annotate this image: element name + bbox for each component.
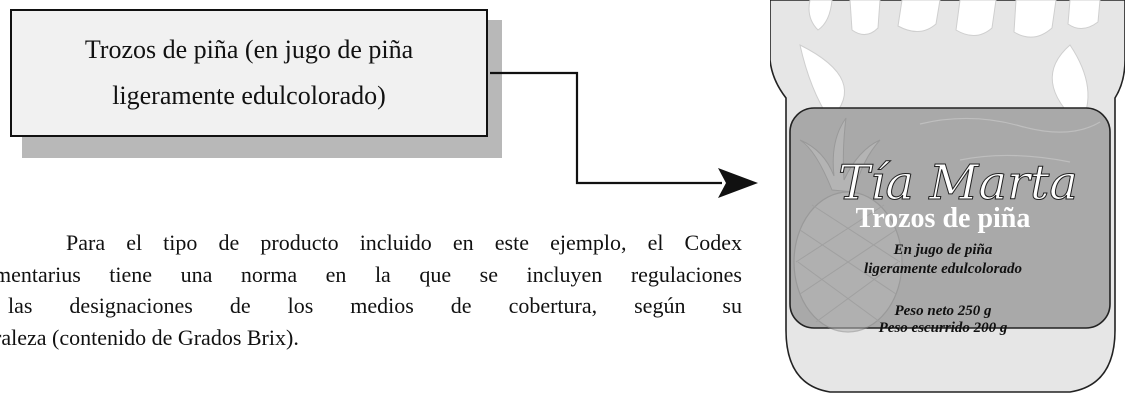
paragraph-line-4: raleza (contenido de Grados Brix). [0, 324, 299, 350]
callout-box: Trozos de piña (en jugo de piña ligerame… [10, 9, 488, 137]
pineapple-icon [793, 117, 903, 333]
jar-cap-highlights [799, 0, 1101, 126]
paragraph-line-1: Para el tipo de producto incluido en est… [66, 230, 742, 255]
label-medium-line-2: ligeramente edulcolorado [864, 261, 1022, 277]
jar-illustration [770, 0, 1125, 393]
arrow-head [718, 168, 758, 198]
callout-line-2: ligeramente edulcolorado) [112, 81, 386, 110]
connector-line [490, 71, 722, 185]
label-brand: Tía Marta [838, 155, 1079, 212]
paragraph-line-3: las designaciones de los medios de cober… [8, 293, 742, 318]
label-drained-weight: Peso escurrido 200 g [878, 320, 1008, 336]
label-weights: Peso neto 250 g Peso escurrido 200 g [793, 303, 1093, 337]
label-packing-medium: En jugo de piña ligeramente edulcolorado [793, 241, 1093, 279]
label-medium-line-1: En jugo de piña [893, 242, 993, 258]
body-paragraph: Para el tipo de producto incluido en est… [0, 227, 742, 353]
paragraph-line-2: mentarius tiene una norma en la que se i… [0, 261, 742, 287]
label-net-weight: Peso neto 250 g [894, 303, 992, 319]
callout-line-1: Trozos de piña (en jugo de piña [84, 35, 414, 64]
label-product-name: Trozos de piña [855, 203, 1031, 234]
label-swirl-decoration [919, 117, 1101, 163]
